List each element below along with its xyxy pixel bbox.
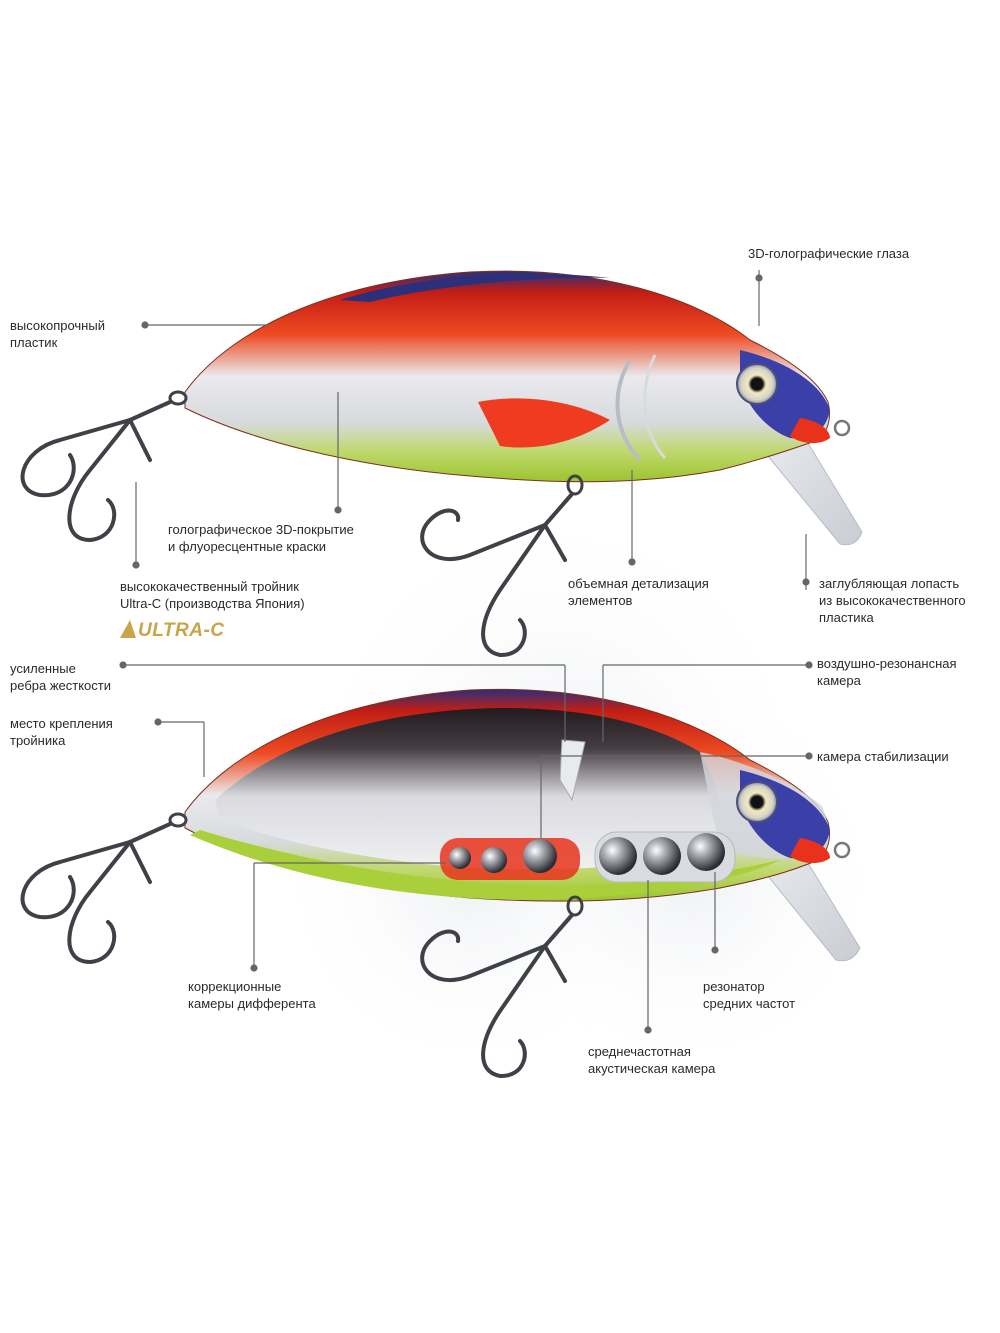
label-air-chamber: воздушно-резонансная камера xyxy=(817,656,957,688)
label-treble: высококачественный тройник Ultra-C (прои… xyxy=(120,579,305,611)
cutaway-section xyxy=(215,708,724,870)
label-resonator: резонатор средних частот xyxy=(703,979,796,1011)
lure-top xyxy=(20,270,863,658)
rattle-ball-icon xyxy=(599,837,637,875)
label-plastic: высокопрочный пластик xyxy=(10,318,105,350)
rattle-ball-icon xyxy=(481,847,507,873)
rattle-ball-icon xyxy=(449,847,471,869)
lure-bottom xyxy=(20,688,861,1079)
stiffening-rib xyxy=(559,739,586,802)
label-coating: голографическое 3D-покрытие и флуоресцен… xyxy=(168,522,354,554)
pectoral-fin xyxy=(478,398,610,448)
treble-hook-icon xyxy=(420,474,584,658)
treble-hook-icon xyxy=(420,895,584,1079)
label-stab-chamber: камера стабилизации xyxy=(817,749,949,764)
leader-lines xyxy=(119,270,813,1034)
treble-hook-icon xyxy=(20,390,188,543)
ultra-c-logo: ULTRA-C xyxy=(120,620,225,642)
label-detail: объемная детализация элементов xyxy=(568,576,709,608)
rattle-ball-icon xyxy=(523,839,557,873)
rattle-ball-icon xyxy=(643,837,681,875)
label-acoustic: среднечастотная акустическая камера xyxy=(588,1044,716,1076)
diving-lip-icon xyxy=(767,849,861,962)
label-trim-chambers: коррекционные камеры дифферента xyxy=(188,979,316,1011)
lure-body xyxy=(184,270,831,483)
label-lip: заглубляющая лопасть из высококачественн… xyxy=(819,576,966,625)
label-hook-mount: место крепления тройника xyxy=(10,716,113,748)
label-ribs: усиленные ребра жесткости xyxy=(10,661,111,693)
diving-lip-icon xyxy=(767,429,863,546)
rattle-ball-icon xyxy=(687,833,725,871)
treble-hook-icon xyxy=(20,812,188,965)
label-eyes: 3D-голографические глаза xyxy=(748,246,910,261)
